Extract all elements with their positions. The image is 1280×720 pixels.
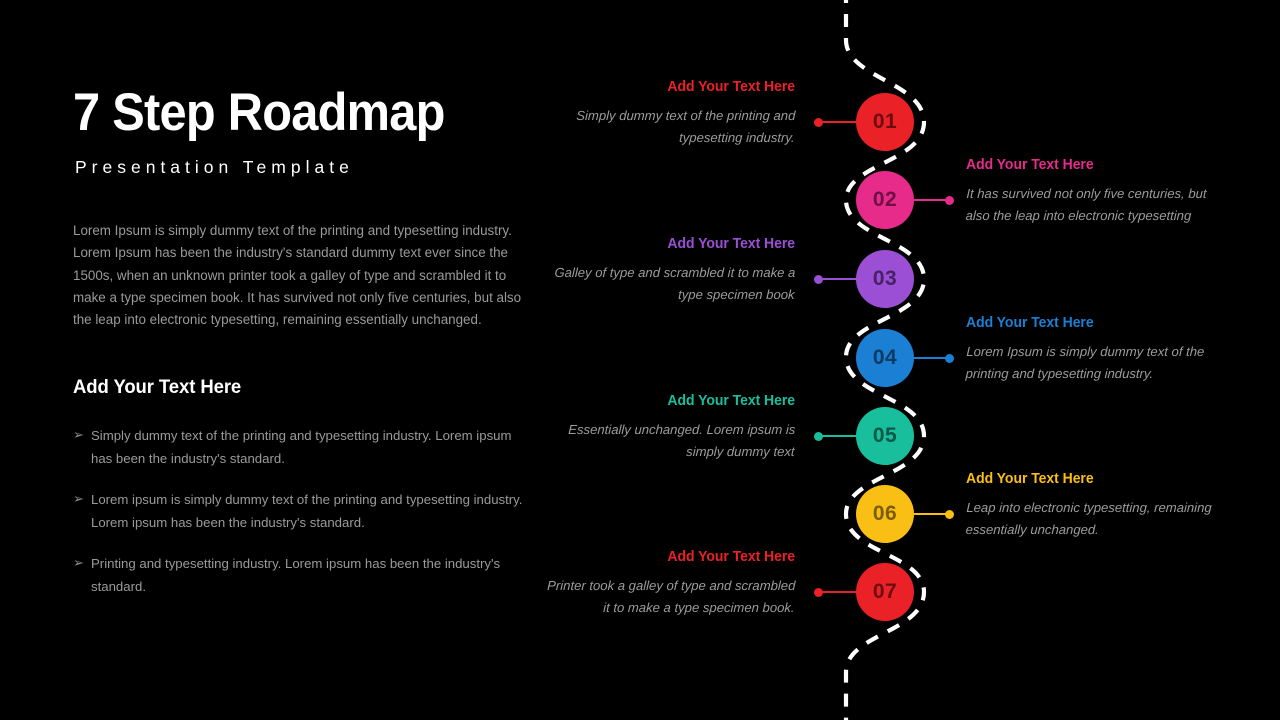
- step-number-badge[interactable]: 06: [856, 485, 914, 543]
- step-description: Simply dummy text of the printing and ty…: [576, 108, 796, 145]
- step-heading: Add Your Text Here: [966, 315, 1094, 331]
- step-connector-line: [822, 278, 858, 280]
- section-heading: Add Your Text Here: [73, 376, 242, 399]
- arrow-bullet-icon: ➢: [73, 555, 84, 571]
- step-connector-line: [822, 435, 858, 437]
- page-title: 7 Step Roadmap: [73, 83, 445, 142]
- list-item: ➢ Printing and typesetting industry. Lor…: [73, 553, 531, 598]
- step-connector-line: [912, 513, 948, 515]
- step-description: Leap into electronic typesetting, remain…: [965, 500, 1212, 537]
- list-item: ➢ Simply dummy text of the printing and …: [73, 425, 531, 470]
- step-connector-dot: [814, 431, 823, 441]
- step-heading: Add Your Text Here: [966, 471, 1094, 487]
- step-connector-line: [912, 357, 948, 359]
- step-heading: Add Your Text Here: [667, 393, 795, 409]
- step-heading: Add Your Text Here: [667, 549, 795, 565]
- step-heading: Add Your Text Here: [667, 79, 795, 95]
- step-number-label: 05: [872, 424, 898, 447]
- bullet-list: ➢ Simply dummy text of the printing and …: [73, 425, 543, 598]
- step-number-badge[interactable]: 05: [856, 407, 914, 465]
- step-text-block: Add Your Text Here It has survived not on…: [965, 157, 1218, 226]
- left-content-panel: 7 Step Roadmap Presentation Template Lor…: [73, 86, 543, 617]
- step-connector-line: [822, 121, 858, 123]
- step-description: Galley of type and scrambled it to make …: [554, 265, 796, 302]
- step-description: Essentially unchanged. Lorem ipsum is si…: [568, 422, 796, 459]
- step-number-label: 03: [872, 267, 898, 290]
- step-description: Lorem Ipsum is simply dummy text of the …: [965, 344, 1205, 381]
- step-number-badge[interactable]: 01: [856, 93, 914, 151]
- step-description: Printer took a galley of type and scramb…: [546, 578, 796, 615]
- step-description: It has survived not only five centuries,…: [965, 186, 1207, 223]
- list-item-text: Printing and typesetting industry. Lorem…: [91, 556, 501, 594]
- page-subtitle: Presentation Template: [75, 157, 354, 177]
- step-connector-dot: [945, 195, 954, 205]
- step-heading: Add Your Text Here: [966, 157, 1094, 173]
- step-number-label: 04: [872, 346, 898, 369]
- arrow-bullet-icon: ➢: [73, 427, 84, 443]
- step-connector-line: [912, 199, 948, 201]
- step-connector-dot: [945, 509, 954, 519]
- step-number-label: 06: [872, 502, 898, 525]
- step-connector-dot: [945, 353, 954, 363]
- step-connector-dot: [814, 587, 823, 597]
- step-number-label: 01: [872, 110, 898, 133]
- step-connector-dot: [814, 274, 823, 284]
- step-number-badge[interactable]: 07: [856, 563, 914, 621]
- list-item: ➢ Lorem ipsum is simply dummy text of th…: [73, 489, 531, 534]
- step-number-badge[interactable]: 03: [856, 250, 914, 308]
- list-item-text: Simply dummy text of the printing and ty…: [91, 428, 512, 466]
- step-number-badge[interactable]: 02: [856, 171, 914, 229]
- step-connector-dot: [814, 117, 823, 127]
- step-connector-line: [822, 591, 858, 593]
- list-item-text: Lorem ipsum is simply dummy text of the …: [91, 492, 523, 530]
- intro-paragraph: Lorem Ipsum is simply dummy text of the …: [73, 223, 522, 328]
- step-number-badge[interactable]: 04: [856, 329, 914, 387]
- step-heading: Add Your Text Here: [667, 236, 795, 252]
- step-number-label: 02: [872, 188, 898, 211]
- arrow-bullet-icon: ➢: [73, 491, 84, 507]
- step-number-label: 07: [872, 580, 898, 603]
